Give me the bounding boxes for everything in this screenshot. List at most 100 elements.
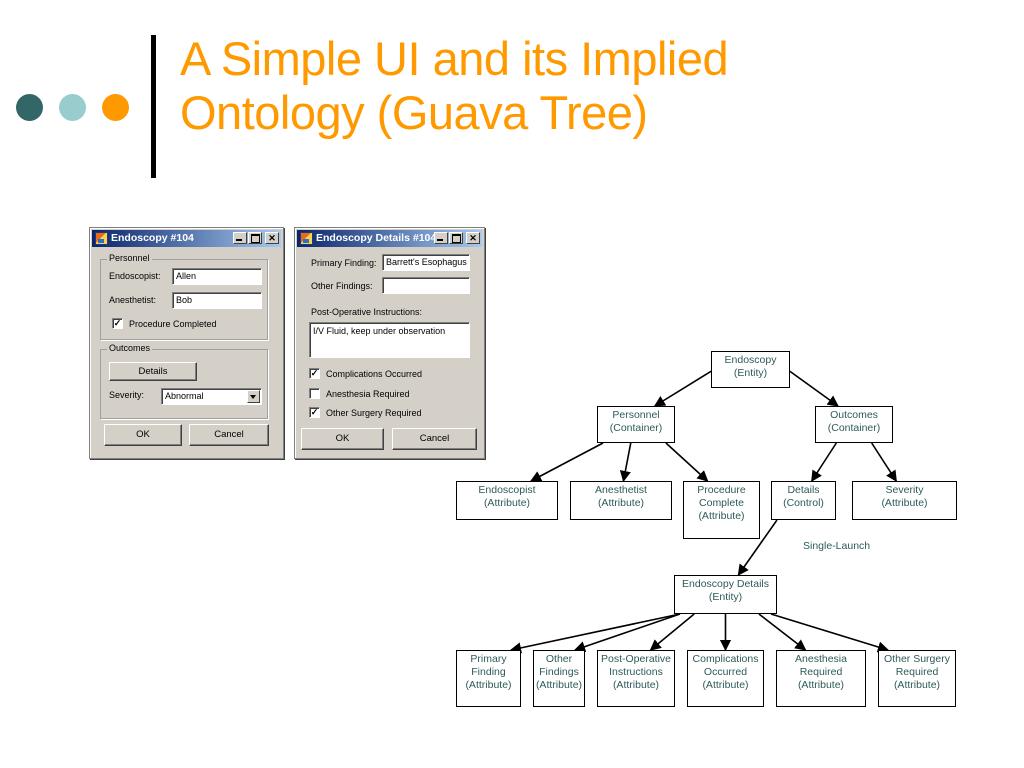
node-label: Personnel (612, 409, 660, 421)
endoscopy-details-window-titlebar[interactable]: Endoscopy Details #104 ✕ (297, 230, 482, 247)
node-type: (Entity) (708, 591, 743, 603)
node-details: Details (Control) (771, 481, 836, 520)
other-surgery-required-label[interactable]: Other Surgery Required (326, 408, 422, 418)
node-endoscopy: Endoscopy (Entity) (711, 351, 790, 388)
anesthesia-required-label[interactable]: Anesthesia Required (326, 389, 410, 399)
slide-title-line-2: Ontology (Guava Tree) (180, 86, 648, 139)
close-button[interactable]: ✕ (265, 232, 279, 244)
endoscopist-label: Endoscopist: (109, 271, 161, 281)
node-label: Primary (470, 653, 507, 665)
endoscopy-window: Endoscopy #104 ✕ Personnel Endoscopist: … (89, 227, 284, 459)
anesthesia-required-checkbox[interactable] (309, 388, 320, 399)
window-title: Endoscopy Details #104 (316, 232, 437, 244)
node-label: Endoscopy (724, 354, 777, 366)
minimize-button[interactable] (434, 232, 448, 244)
node-label: Outcomes (830, 409, 878, 421)
ok-button[interactable]: OK (301, 428, 384, 450)
node-anesthetist: Anesthetist (Attribute) (570, 481, 672, 520)
node-label-2: Finding (471, 666, 506, 678)
node-complications-occurred: Complications Occurred (Attribute) (687, 650, 764, 707)
node-label: Post-Operative (600, 653, 672, 665)
post-op-instructions-textarea[interactable]: I/V Fluid, keep under observation (309, 322, 470, 358)
minimize-button[interactable] (233, 232, 247, 244)
procedure-completed-label[interactable]: Procedure Completed (129, 319, 217, 329)
dropdown-arrow-icon[interactable] (247, 390, 260, 403)
severity-dropdown[interactable]: Abnormal (161, 388, 262, 405)
anesthetist-field[interactable]: Bob (172, 292, 262, 309)
node-label: Endoscopist (478, 484, 536, 496)
personnel-legend: Personnel (107, 253, 152, 263)
cancel-button[interactable]: Cancel (189, 424, 269, 446)
endoscopist-field[interactable]: Allen (172, 268, 262, 285)
complications-occurred-checkbox[interactable]: ✓ (309, 368, 320, 379)
bullet-dot-orange (102, 94, 129, 121)
primary-finding-label: Primary Finding: (311, 258, 377, 268)
edge-outcomes-to-details (811, 442, 837, 482)
node-label: Procedure (697, 484, 746, 496)
cancel-button[interactable]: Cancel (392, 428, 477, 450)
outcomes-groupbox: Outcomes (100, 343, 268, 419)
node-personnel: Personnel (Container) (597, 406, 675, 443)
slide-title: A Simple UI and its Implied Ontology (Gu… (180, 32, 729, 140)
node-type: (Attribute) (535, 679, 583, 691)
node-type: (Attribute) (797, 679, 845, 691)
window-title: Endoscopy #104 (111, 232, 194, 244)
node-type: (Attribute) (483, 497, 531, 509)
node-label: Anesthesia (795, 653, 847, 665)
node-label: Anesthetist (595, 484, 647, 496)
node-type: (Attribute) (881, 497, 928, 509)
details-button[interactable]: Details (109, 362, 197, 381)
node-type: (Control) (783, 497, 824, 509)
app-icon (95, 232, 108, 245)
node-type: (Container) (609, 422, 663, 434)
bullet-dot-light-teal (59, 94, 86, 121)
outcomes-legend: Outcomes (107, 343, 153, 353)
node-type: (Container) (827, 422, 881, 434)
anesthetist-label: Anesthetist: (109, 295, 157, 305)
node-label: Other (545, 653, 573, 665)
edge-personnel-to-anesthetist (619, 442, 632, 483)
node-label: Other Surgery (884, 653, 950, 665)
severity-label: Severity: (109, 390, 145, 400)
node-type: (Attribute) (612, 679, 660, 691)
ok-button[interactable]: OK (104, 424, 182, 446)
other-findings-label: Other Findings: (311, 281, 373, 291)
node-label-2: Occurred (703, 666, 748, 678)
maximize-button[interactable] (449, 232, 463, 244)
severity-value: Abnormal (165, 391, 204, 401)
complications-occurred-label[interactable]: Complications Occurred (326, 369, 423, 379)
node-label: Complications (692, 653, 759, 665)
edge-endoscopy-to-personnel (653, 370, 712, 407)
edge-endoscopy_details-to-anesthesia (758, 613, 807, 651)
procedure-completed-checkbox[interactable]: ✓ (112, 318, 123, 329)
edge-personnel-to-endoscopist (530, 442, 604, 482)
maximize-button[interactable] (248, 232, 262, 244)
app-icon (300, 232, 313, 245)
node-label-2: Findings (539, 666, 579, 678)
node-type: (Attribute) (702, 679, 749, 691)
node-anesthesia-required: Anesthesia Required (Attribute) (776, 650, 866, 707)
other-surgery-required-checkbox[interactable]: ✓ (309, 407, 320, 418)
node-label-2: Instructions (609, 666, 663, 678)
post-op-instructions-label: Post-Operative Instructions: (311, 307, 423, 317)
node-label: Severity (885, 484, 924, 496)
node-type: (Attribute) (597, 497, 645, 509)
bullet-dot-teal (16, 94, 43, 121)
close-button[interactable]: ✕ (466, 232, 480, 244)
node-post-operative-instructions: Post-Operative Instructions (Attribute) (597, 650, 675, 707)
title-divider (151, 35, 156, 178)
edge-endoscopy-to-outcomes (789, 370, 839, 407)
other-findings-field[interactable] (382, 277, 470, 294)
node-label: Endoscopy Details (682, 578, 769, 590)
node-label: Details (787, 484, 820, 496)
slide-title-line-1: A Simple UI and its Implied (180, 32, 729, 85)
edge-endoscopy_details-to-primary_finding (509, 613, 681, 654)
node-label-2: Required (895, 666, 939, 678)
node-primary-finding: Primary Finding (Attribute) (456, 650, 521, 707)
endoscopy-window-titlebar[interactable]: Endoscopy #104 ✕ (92, 230, 281, 247)
node-type: (Attribute) (893, 679, 941, 691)
primary-finding-field[interactable]: Barrett's Esophagus (382, 254, 470, 271)
single-launch-label: Single-Launch (803, 540, 871, 552)
node-outcomes: Outcomes (Container) (815, 406, 893, 443)
edge-endoscopy_details-to-post_operative (649, 613, 695, 651)
